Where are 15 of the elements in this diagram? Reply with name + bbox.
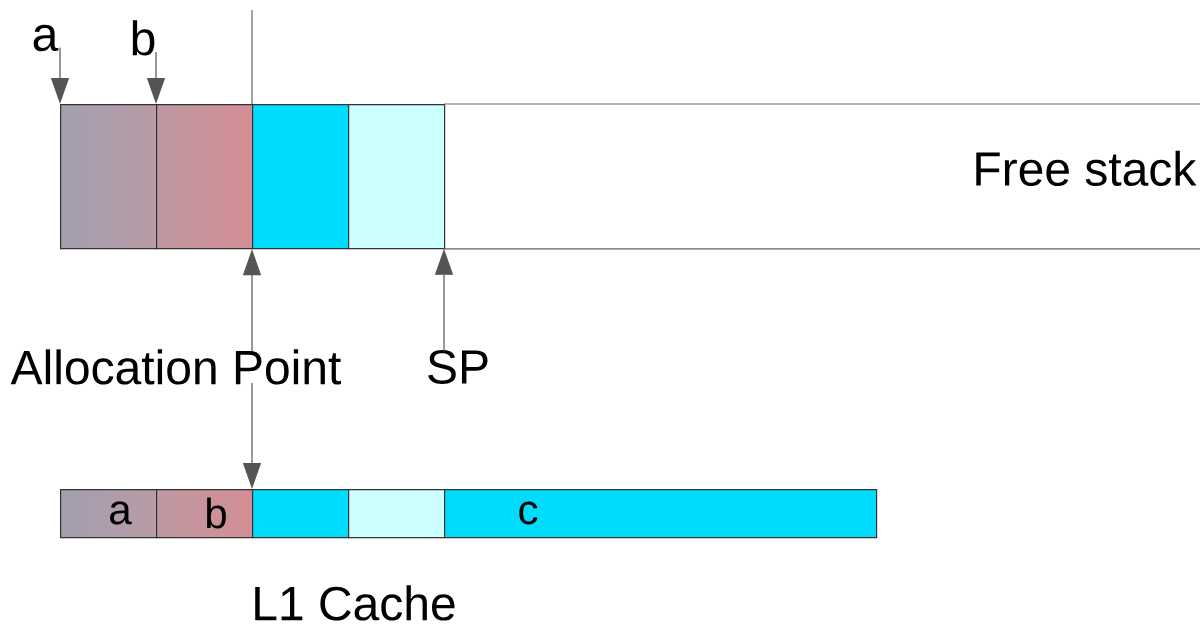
caption-text: L1 Cache: [255, 585, 455, 621]
free-stack-region: Free stack: [443, 103, 1200, 250]
label-text: SP: [428, 350, 488, 384]
memory-cell: [348, 489, 446, 539]
memory-cell: [252, 489, 350, 539]
memory-cell: [252, 104, 350, 250]
memory-cell: [156, 104, 254, 250]
memory-cell: c: [444, 489, 878, 539]
label-text: b: [132, 20, 155, 56]
label-text: a: [33, 24, 59, 52]
label-text: Allocation Point: [10, 349, 341, 385]
memory-cell: [348, 104, 446, 250]
memory-cell: b: [156, 489, 254, 539]
memory-cell: [60, 104, 158, 250]
memory-cell: a: [60, 489, 158, 539]
